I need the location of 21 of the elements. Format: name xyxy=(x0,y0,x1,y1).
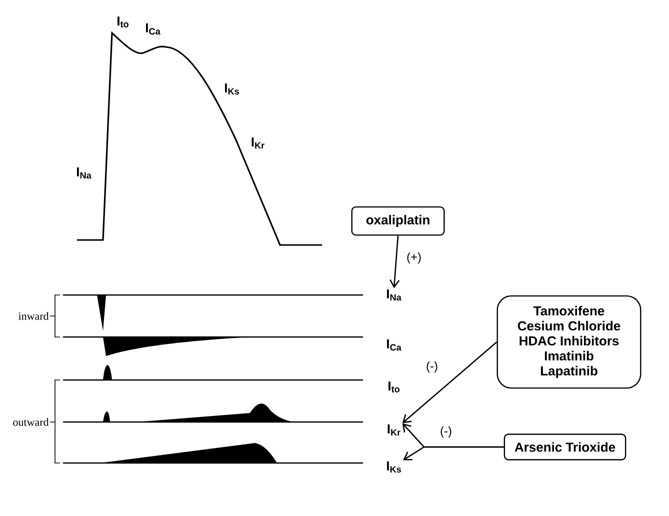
current-label: I$_{Ks}$ xyxy=(225,83,239,95)
current-label: I$_{to}$ xyxy=(388,382,400,392)
drug-box: Tamoxifene Cesium Chloride HDAC Inhibitors Imatinib Lapatinib xyxy=(496,295,642,389)
arrow xyxy=(403,446,504,460)
edge-label: (-) xyxy=(439,425,453,439)
current-label: I$_{to}$ xyxy=(118,16,128,28)
arrow xyxy=(402,342,498,424)
axis-label: outward xyxy=(13,418,49,426)
current-label: I$_{Kr}$ xyxy=(388,424,400,436)
drug-box: oxaliplatin xyxy=(351,206,445,236)
current-label: I$_{Na}$ xyxy=(77,167,92,179)
current-label: I$_{Ca}$ xyxy=(146,23,160,35)
axis-label: inward xyxy=(18,312,49,320)
current-label: I$_{Ca}$ xyxy=(387,339,402,351)
current-label: I$_{Ks}$ xyxy=(387,461,401,473)
arrow xyxy=(390,236,400,288)
edge-label: (+) xyxy=(406,251,422,265)
current-label: I$_{Na}$ xyxy=(387,289,402,301)
edge-label: (-) xyxy=(425,360,439,374)
current-label: I$_{Kr}$ xyxy=(252,137,264,149)
drug-box: Arsenic Trioxide xyxy=(504,434,626,460)
